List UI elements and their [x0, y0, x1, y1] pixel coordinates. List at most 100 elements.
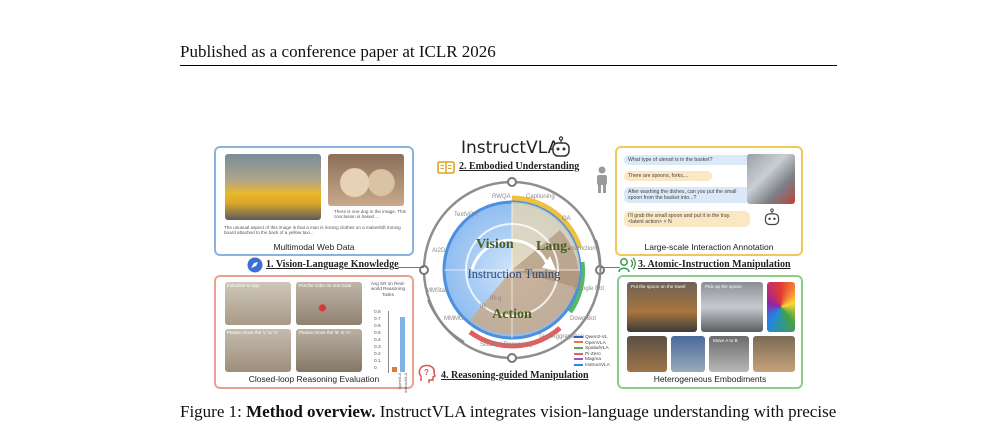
panel-multimodal-web-data: There is one dog in the image. This conc…	[214, 146, 414, 256]
embodiment-label-3: Move A to B	[713, 338, 738, 343]
frame-label-1: Inductive to say:	[227, 283, 261, 288]
frame-label-2: Put the cube on one Goal	[299, 283, 352, 288]
region-action	[470, 270, 580, 335]
robot-icon	[764, 208, 780, 226]
outer-label-3: QA	[562, 216, 571, 222]
outer-label-11: Task Aggregation	[538, 334, 584, 340]
ring-node-bottom	[507, 353, 517, 363]
person-icon	[597, 166, 607, 193]
arc-yellow	[511, 195, 583, 249]
inner-label-ir-g: IR-g	[490, 296, 501, 302]
brand-title: InstructVLA	[461, 138, 560, 158]
panel-title-web: Multimodal Web Data	[273, 242, 355, 252]
caption-bold: Method overview.	[246, 402, 376, 421]
legend-label: InstructVLA	[585, 363, 610, 368]
panel-interaction-annotation: What type of utensil is in the basket? T…	[615, 146, 803, 256]
outer-label-4: AI2D	[432, 248, 446, 254]
legend-swatch	[574, 352, 583, 355]
embodiment-label-1: Put the spoon on the towel	[631, 284, 686, 289]
legend-item: Magma	[574, 357, 601, 363]
figure-caption: Figure 1: Method overview. InstructVLA i…	[180, 402, 840, 422]
taxi-caption: The unusual aspect of this image is that…	[224, 225, 401, 236]
legend-label: Pi-Zero	[585, 351, 601, 357]
question-head-icon: ?	[418, 364, 436, 383]
user-voice-icon	[618, 257, 636, 273]
page-header: Published as a conference paper at ICLR …	[180, 42, 496, 61]
legend-item: SpatialVLA	[574, 346, 609, 352]
outer-label-7: Google Bot	[574, 286, 604, 292]
frame-4	[296, 329, 362, 372]
arc-red	[468, 326, 562, 349]
panel-title-closed-loop: Closed-loop Reasoning Evaluation	[248, 374, 380, 384]
legend-swatch	[574, 358, 583, 361]
outer-label-6: MMStar	[426, 288, 447, 294]
frame-1	[225, 282, 291, 325]
embodiment-4	[627, 336, 667, 372]
mini-chart-title: Avg SR on Real-world Reasoning Tasks	[370, 281, 406, 297]
flow-arrow-right	[595, 239, 602, 289]
embodiment-6	[709, 336, 749, 372]
frame-label-3: Please move the 'L' to 'V'	[227, 330, 279, 335]
svg-text:?: ?	[424, 368, 429, 377]
embodiment-3	[767, 282, 795, 332]
embodiment-2	[701, 282, 763, 332]
robot-icon	[552, 136, 570, 157]
outer-label-9: Down Bot	[570, 316, 596, 322]
mini-chart-tick: 0.5	[374, 331, 381, 336]
frame-label-4: Please move the 'B' to 'A'	[299, 330, 351, 335]
mini-chart-tick: 0.7	[374, 317, 381, 322]
section-atomic-instruction-manipulation: 3. Atomic-Instruction Manipulation	[638, 259, 791, 270]
mini-chart-tick: 0.4	[374, 338, 381, 343]
ring-node-left	[419, 265, 429, 275]
outer-label-0: RWQA	[492, 194, 511, 200]
wheel-label-center: Instruction Tuning	[468, 267, 561, 281]
panel-closed-loop-evaluation: Inductive to say: Put the cube on one Go…	[214, 275, 414, 393]
mini-chart-tick: 0	[374, 366, 377, 371]
outer-label-2: TextVQA	[454, 212, 478, 218]
chat-answer-1: There are spoons, forks,...	[624, 171, 712, 182]
mini-chart-tick: 0.3	[374, 345, 381, 350]
instruction-wheel: Vision Lang. Instruction Tuning Action R…	[419, 177, 605, 363]
header-rule	[180, 65, 837, 66]
bar-openvla	[392, 367, 397, 372]
section-vision-language-knowledge: 1. Vision-Language Knowledge	[266, 259, 399, 270]
legend-swatch	[574, 363, 583, 366]
legend-label: SpatialVLA	[585, 346, 609, 352]
inner-label-ir: IR	[480, 304, 487, 310]
chat-question-1: What type of utensil is in the basket?	[624, 155, 754, 166]
legend-swatch	[574, 335, 583, 338]
outer-label-5: Instruction	[568, 246, 596, 252]
wheel-label-language: Lang.	[536, 239, 571, 254]
embodiment-label-2: Pick up the spoon	[705, 284, 742, 289]
pug-caption: There is one dog in the image. This conc…	[334, 209, 406, 220]
mini-chart-tick: 0.2	[374, 352, 381, 357]
mini-chart-tick: 0.6	[374, 324, 381, 329]
panel-title-annotation: Large-scale Interaction Annotation	[644, 242, 774, 252]
outer-label-8: MMMU	[444, 316, 463, 322]
legend-swatch	[574, 346, 583, 349]
chat-question-2: After washing the dishes, can you put th…	[624, 187, 750, 204]
center-arrow	[470, 238, 550, 271]
inner-ring	[465, 223, 559, 317]
panel-heterogeneous-embodiments: Put the spoon on the towel Pick up the s…	[617, 275, 803, 389]
legend-label: Qwen2-VL	[585, 335, 608, 340]
embodiment-7	[753, 336, 795, 372]
flow-arrow-left	[427, 299, 465, 343]
mini-chart-axis	[388, 311, 389, 373]
arc-green	[567, 261, 586, 314]
book-icon	[437, 161, 455, 174]
outer-label-1: Captioning	[526, 194, 555, 200]
wheel-label-action: Action	[492, 307, 532, 322]
outer-label-10: Situated Reasoning	[480, 342, 532, 348]
legend-label: Magma	[585, 357, 601, 363]
pug-photo	[328, 154, 404, 206]
connector-left	[398, 267, 424, 268]
section-reasoning-guided-manipulation: 4. Reasoning-guided Manipulation	[441, 370, 589, 381]
caption-text: InstructVLA integrates vision-language u…	[375, 402, 837, 421]
compass-icon	[247, 257, 263, 273]
legend-item: InstructVLA	[574, 363, 610, 369]
section-embodied-understanding: 2. Embodied Understanding	[459, 161, 580, 172]
ring-node-top	[507, 177, 517, 187]
legend-item: Pi-Zero	[574, 352, 601, 358]
caption-label: Figure 1:	[180, 402, 242, 421]
